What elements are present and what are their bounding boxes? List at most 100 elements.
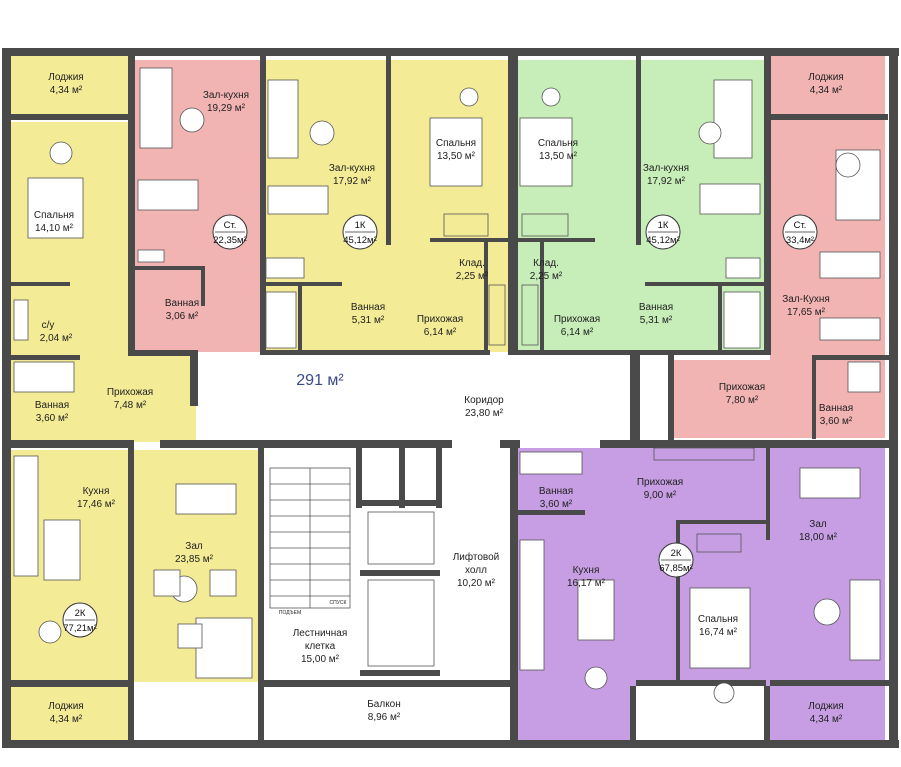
svg-text:1К: 1К (658, 220, 669, 231)
label-zal-kitchen-1k-right: Зал-кухня (643, 163, 689, 174)
label-corridor: Коридор (464, 395, 504, 406)
label-lift-hall-1: Лифтовой (453, 551, 500, 563)
fill-loggia-tr (770, 55, 885, 115)
badge-1k-left: 1К 45,12м² (342, 214, 378, 250)
svg-text:45,12м²: 45,12м² (343, 235, 376, 246)
label-bath-1k-left: Ванная (351, 302, 385, 313)
area-hall-1k-right: 6,14 м² (561, 327, 594, 338)
area-zal-2k-right: 18,00 м² (799, 532, 838, 543)
area-hall-1k-left: 6,14 м² (424, 327, 457, 338)
label-lift-hall-2: холл (465, 565, 487, 576)
area-kitchen-2k-left: 17,46 м² (77, 499, 116, 510)
label-zal-kitchen-st-right: Зал-Кухня (782, 294, 830, 305)
label-zal-kitchen-st-left: Зал-кухня (203, 90, 249, 101)
label-bath-1k-right: Ванная (639, 302, 673, 313)
badge-st-left: Ст. 22,35м² (212, 214, 248, 250)
label-zal-2k-left: Зал (185, 541, 203, 552)
labels: 291 м² Лоджия 4,34 м² Зал-кухня 19,29 м²… (34, 72, 853, 725)
area-storage-left: 2,25 м² (456, 271, 489, 282)
label-hall-2k-left: Прихожая (107, 387, 153, 398)
label-loggia-bl: Лоджия (48, 701, 83, 712)
area-zal-kitchen-st-right: 17,65 м² (787, 307, 826, 318)
area-bath-1k-left: 5,31 м² (352, 315, 385, 326)
area-bath-2k-right: 3,60 м² (540, 499, 573, 510)
stairs (269, 467, 351, 609)
area-wc-left: 2,04 м² (40, 333, 73, 344)
label-loggia-br: Лоджия (808, 701, 843, 712)
label-bedroom-2k-right: Спальня (698, 614, 738, 625)
label-bath-st-left: Ванная (165, 298, 199, 309)
label-bath-st-right: Ванная (819, 403, 853, 414)
label-stair-2: клетка (305, 641, 336, 652)
area-bath-st-right: 3,60 м² (820, 416, 853, 427)
badge-st-right: Ст. 33,4м² (782, 214, 818, 250)
svg-text:1К: 1К (355, 220, 366, 231)
label-loggia-tl: Лоджия (48, 72, 83, 83)
area-loggia-br: 4,34 м² (810, 714, 843, 725)
fill-2k-right-bottom (515, 686, 633, 742)
area-zal-kitchen-1k-left: 17,92 м² (333, 176, 372, 187)
stair-mark-up: СПУСК (330, 600, 347, 606)
total-area-label: 291 м² (296, 372, 344, 389)
svg-text:Ст.: Ст. (224, 220, 237, 231)
area-balcony: 8,96 м² (368, 712, 401, 723)
label-bedroom-1k-left: Спальня (436, 138, 476, 149)
area-hall-2k-right: 9,00 м² (644, 490, 677, 501)
fill-2k-left-hall (128, 356, 196, 442)
label-loggia-tr: Лоджия (808, 72, 843, 83)
label-hall-1k-right: Прихожая (554, 314, 600, 325)
label-wc-left: с/у (42, 320, 55, 331)
svg-text:2К: 2К (671, 548, 682, 559)
fill-loggia-tl (10, 55, 128, 115)
apartment-badges: Ст. 22,35м² 1К 45,12м² 1К 45,12м² Ст. 33… (62, 214, 818, 638)
svg-text:Ст.: Ст. (794, 220, 807, 231)
badge-1k-right: 1К 45,12м² (645, 214, 681, 250)
label-storage-left: Клад. (459, 258, 485, 269)
area-bath-st-left: 3,06 м² (166, 311, 199, 322)
badge-2k-right: 2К 67,85м² (658, 542, 694, 578)
area-loggia-tl: 4,34 м² (50, 85, 83, 96)
area-loggia-bl: 4,34 м² (50, 714, 83, 725)
area-zal-kitchen-1k-right: 17,92 м² (647, 176, 686, 187)
svg-text:67,85м²: 67,85м² (659, 563, 692, 574)
area-zal-2k-left: 23,85 м² (175, 554, 214, 565)
label-zal-2k-right: Зал (809, 519, 827, 530)
area-kitchen-2k-right: 16,17 м² (567, 578, 606, 589)
svg-text:22,35м²: 22,35м² (213, 235, 246, 246)
label-hall-1k-left: Прихожая (417, 314, 463, 325)
svg-text:45,12м²: 45,12м² (646, 235, 679, 246)
fill-loggia-bl (10, 686, 128, 742)
area-storage-right: 2,25 м² (530, 271, 563, 282)
label-storage-right: Клад. (533, 258, 559, 269)
label-stair-1: Лестничная (293, 628, 348, 639)
area-lift-hall: 10,20 м² (457, 578, 496, 589)
fill-st-right-hall (672, 360, 772, 438)
label-kitchen-2k-right: Кухня (573, 565, 600, 576)
stair-mark-down: ПОДЪЕМ (279, 610, 301, 616)
walls (2, 48, 899, 748)
area-bedroom-1k-right: 13,50 м² (539, 151, 578, 162)
area-zal-kitchen-st-left: 19,29 м² (207, 103, 246, 114)
label-bedroom-left: Спальня (34, 210, 74, 221)
area-bath-2k-left: 3,60 м² (36, 413, 69, 424)
label-zal-kitchen-1k-left: Зал-кухня (329, 163, 375, 174)
area-bedroom-left: 14,10 м² (35, 223, 74, 234)
area-hall-st-right: 7,80 м² (726, 395, 759, 406)
label-hall-2k-right: Прихожая (637, 477, 683, 488)
furniture (13, 67, 881, 704)
label-bath-2k-right: Ванная (539, 486, 573, 497)
svg-text:2К: 2К (75, 608, 86, 619)
area-corridor: 23,80 м² (465, 408, 504, 419)
svg-text:77,21м²: 77,21м² (63, 623, 96, 634)
label-bedroom-1k-right: Спальня (538, 138, 578, 149)
area-stair: 15,00 м² (301, 654, 340, 665)
label-balcony: Балкон (367, 699, 401, 710)
label-kitchen-2k-left: Кухня (83, 486, 110, 497)
fill-loggia-br (770, 686, 885, 742)
area-bath-1k-right: 5,31 м² (640, 315, 673, 326)
badge-2k-left: 2К 77,21м² (62, 602, 98, 638)
area-loggia-tr: 4,34 м² (810, 85, 843, 96)
svg-text:33,4м²: 33,4м² (786, 235, 814, 246)
label-bath-2k-left: Ванная (35, 400, 69, 411)
